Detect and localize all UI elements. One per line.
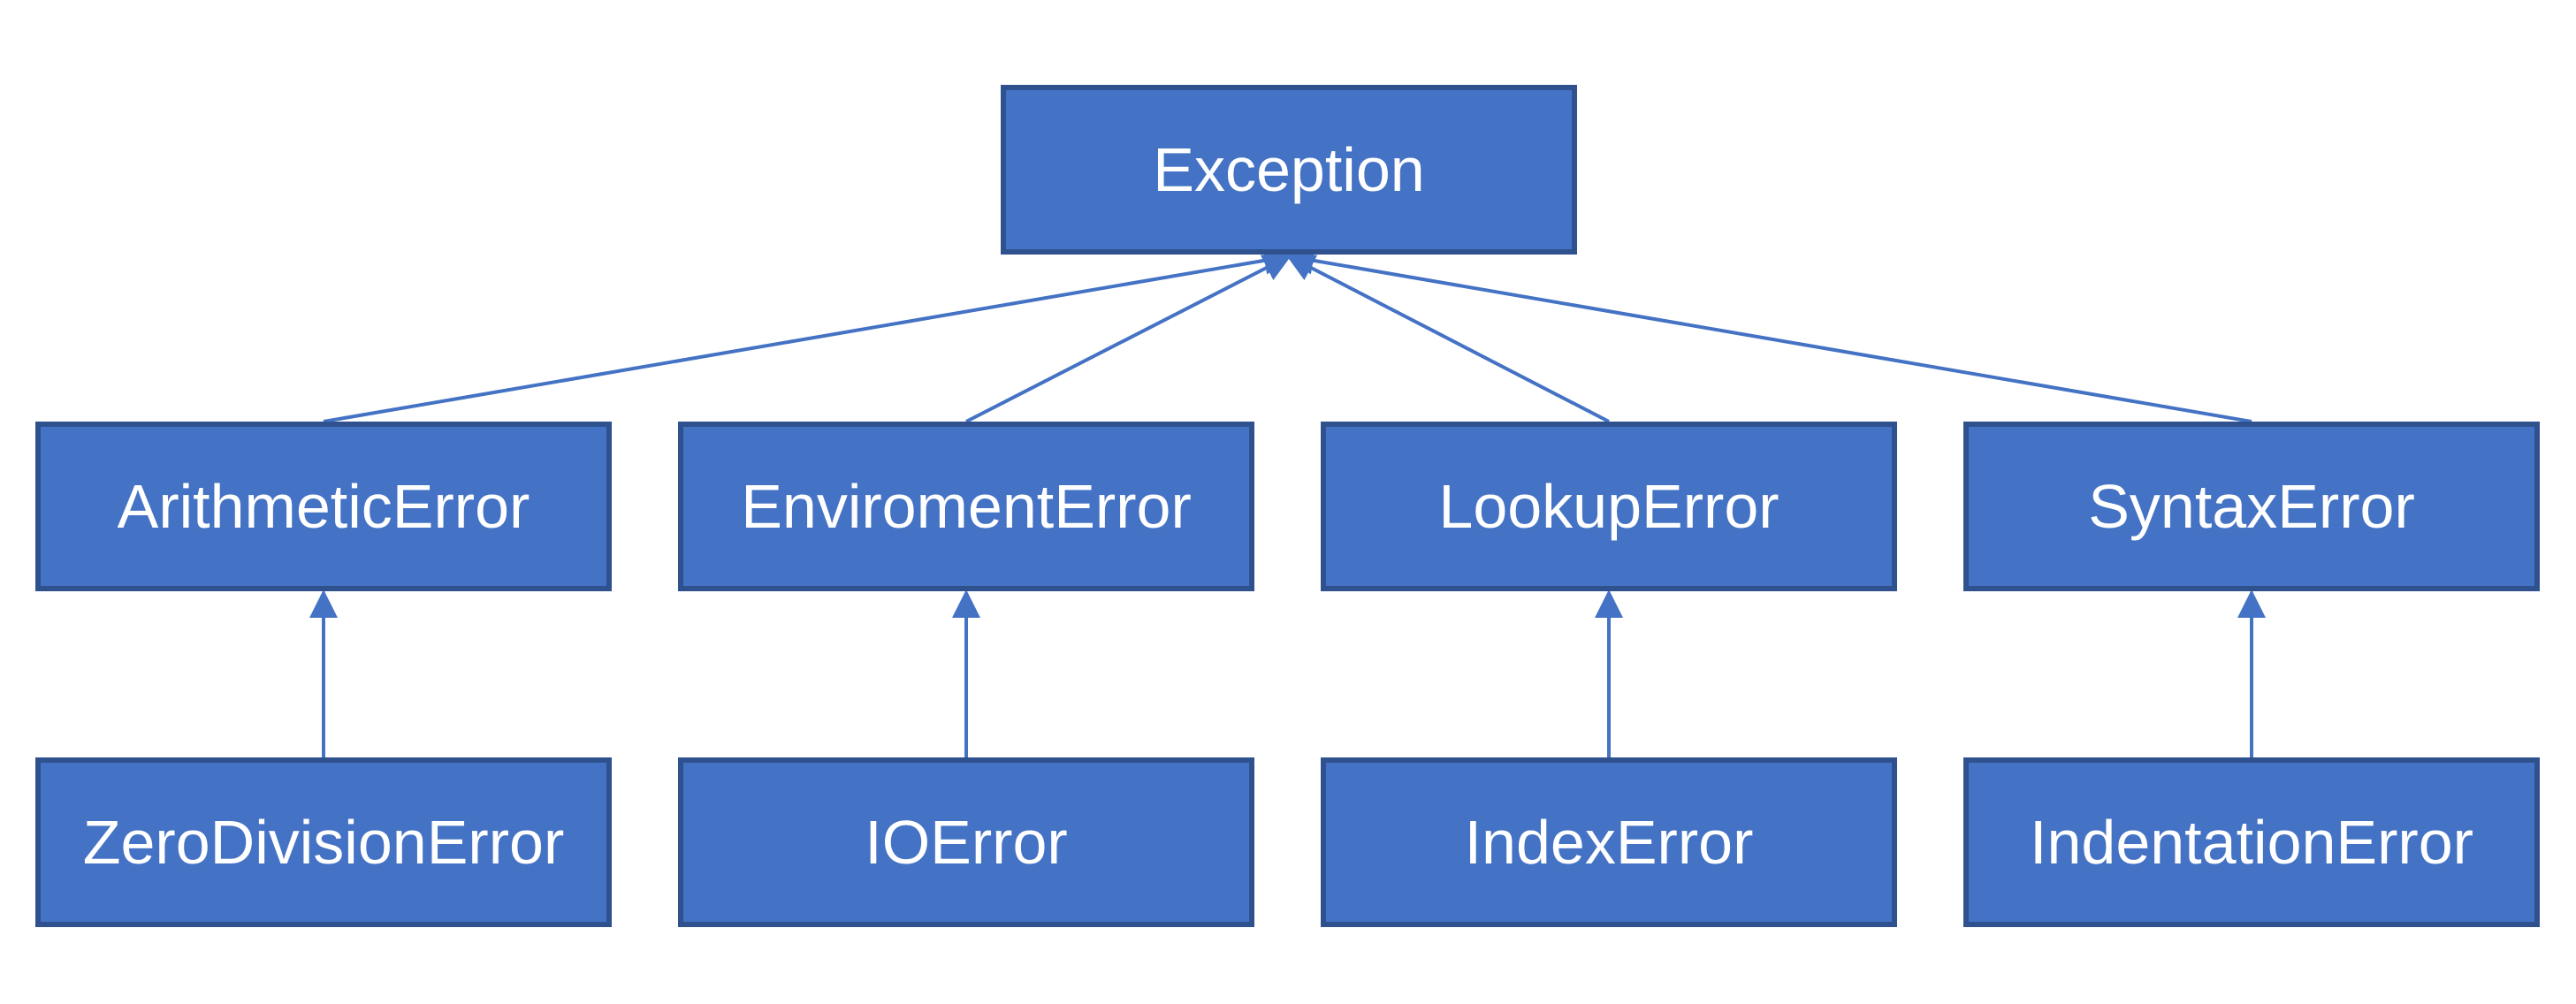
node-syntax-error: SyntaxError [1963,422,2540,591]
edge-lookup-error-to-exception [1285,255,1610,423]
node-label: Exception [1153,135,1425,204]
node-enviroment-error: EnviromentError [678,422,1254,591]
node-label: IndentationError [2030,808,2473,877]
node-zero-division-error: ZeroDivisionError [35,757,612,927]
node-label: ZeroDivisionError [82,808,565,877]
node-indentation-error: IndentationError [1963,757,2540,927]
node-label: IndexError [1464,808,1754,877]
node-label: IOError [865,808,1068,877]
edge-enviroment-error-to-exception [965,255,1292,423]
node-label: SyntaxError [2088,472,2415,541]
edge-arithmetic-error-to-exception [323,246,1292,423]
node-index-error: IndexError [1321,757,1897,927]
node-label: LookupError [1438,472,1780,541]
node-io-error: IOError [678,757,1254,927]
node-lookup-error: LookupError [1321,422,1897,591]
node-arithmetic-error: ArithmeticError [35,422,612,591]
edge-syntax-error-to-exception [1285,246,2252,423]
node-label: ArithmeticError [117,472,530,541]
node-label: EnviromentError [741,472,1192,541]
node-exception: Exception [1001,85,1577,255]
